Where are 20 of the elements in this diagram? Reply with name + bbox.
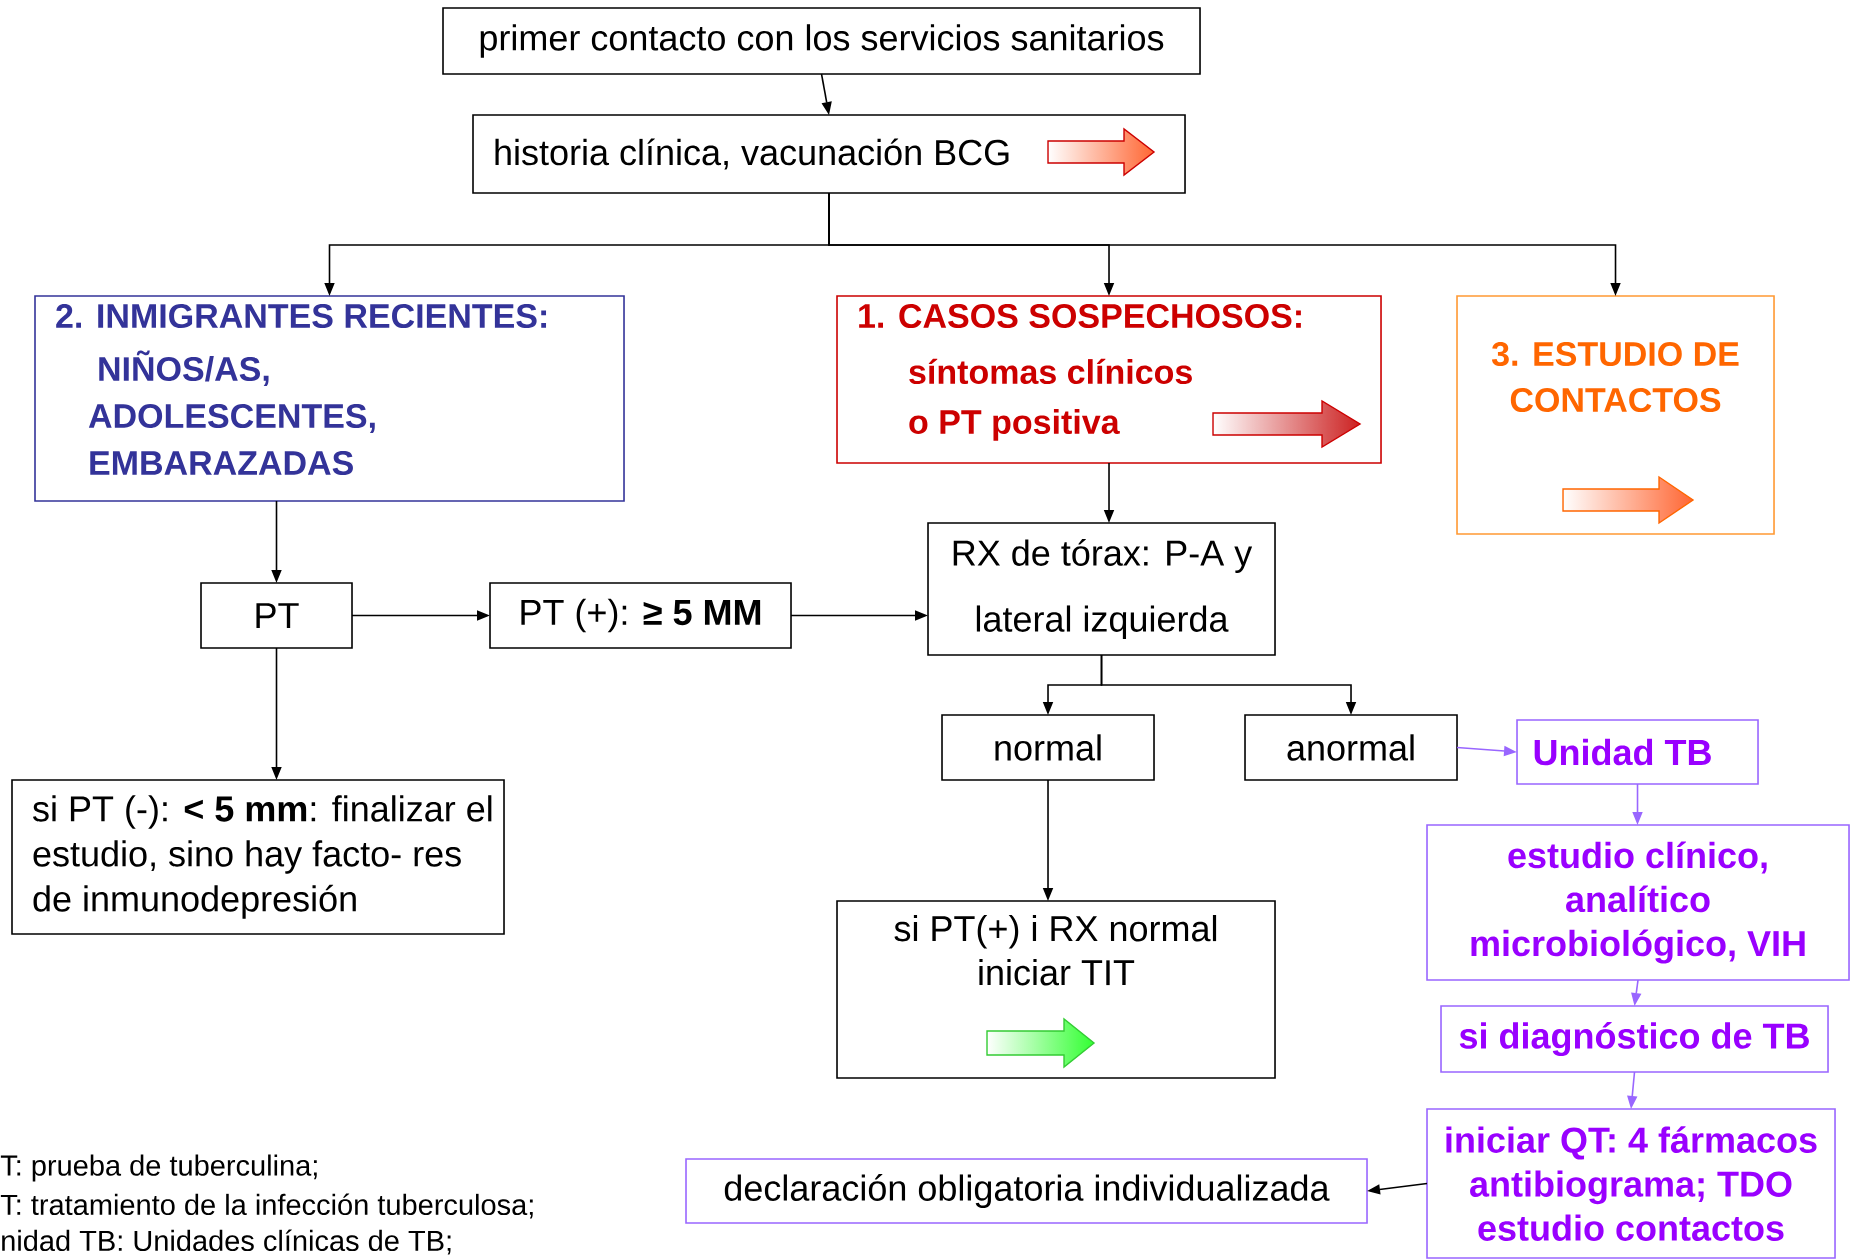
process-box: 2. INMIGRANTES RECIENTES: NIÑOS/AS, ADOLESCENTES, EMBARAZADAS <box>34 295 625 502</box>
process-box: historia clínica, vacunación BCG <box>472 114 1186 194</box>
footnote-text: nidad TB: Unidades clínicas de TB; <box>2 1229 451 1255</box>
process-box: anormal <box>1244 714 1458 781</box>
process-box: RX de tórax: P-A y lateral izquierda <box>927 522 1276 656</box>
process-box: PT (+): ≥ 5 MM <box>489 582 792 649</box>
process-box: iniciar QT: 4 fármacos antibiograma; TDO estudio contactos <box>1426 1108 1836 1259</box>
footnote-text: T: tratamiento de la infección tuberculosa; <box>0 1193 533 1219</box>
process-box: PT <box>200 582 353 649</box>
process-box: Unidad TB <box>1516 719 1759 785</box>
process-box: si PT (-): < 5 mm: finalizar el estudio, sino hay facto- res de inmunodepresión <box>11 779 505 935</box>
process-box: declaración obligatoria individualizada <box>685 1158 1368 1224</box>
process-box: primer contacto con los servicios sanitarios <box>442 7 1201 75</box>
process-box: 3. ESTUDIO DE CONTACTOS <box>1456 295 1775 535</box>
process-box: estudio clínico, analítico microbiológico, VIH <box>1426 824 1850 981</box>
process-box: si PT(+) i RX normal iniciar TIT <box>836 900 1276 1079</box>
process-box: 1. CASOS SOSPECHOSOS: síntomas clínicos o PT positiva <box>836 295 1382 464</box>
process-box: normal <box>941 714 1155 781</box>
process-box: si diagnóstico de TB <box>1440 1005 1829 1073</box>
footnote-text: T: prueba de tuberculina; <box>0 1154 317 1182</box>
